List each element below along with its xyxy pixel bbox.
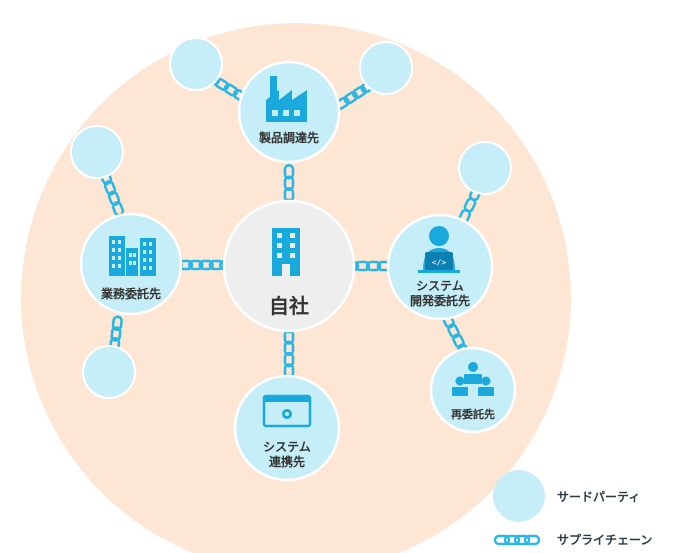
chain-link bbox=[107, 190, 121, 206]
chain-link bbox=[223, 83, 239, 97]
legend-supply-chain: サプライチェーン bbox=[493, 530, 693, 550]
chain-link bbox=[447, 323, 460, 339]
label-system-link-line1: システム bbox=[263, 440, 311, 454]
label-system-link-line2: 連携先 bbox=[269, 454, 305, 469]
legend-third-party: サードパーティ bbox=[493, 470, 693, 522]
chain-link bbox=[110, 326, 122, 342]
label-sub-contract: 再委託先 bbox=[451, 407, 495, 421]
chain-link bbox=[283, 164, 295, 180]
chain-link bbox=[354, 260, 371, 272]
label-procurement: 製品調達先 bbox=[258, 130, 319, 145]
third-party-circle bbox=[70, 125, 124, 179]
chain-link bbox=[365, 260, 382, 272]
third-party-circle bbox=[169, 37, 223, 91]
chain-link bbox=[198, 259, 214, 271]
chain-link bbox=[283, 340, 295, 357]
third-party-circle bbox=[458, 141, 512, 195]
chain-link bbox=[188, 259, 204, 271]
chain-icon bbox=[493, 534, 541, 546]
chain-link bbox=[343, 91, 359, 105]
chain-link bbox=[283, 351, 295, 368]
developer-team-icon bbox=[452, 362, 494, 396]
building-icon bbox=[272, 228, 300, 276]
svg-text:</>: </> bbox=[432, 258, 447, 267]
legend-third-party-label: サードパーティ bbox=[557, 490, 641, 504]
factory-icon bbox=[266, 76, 307, 122]
chain-link bbox=[452, 333, 465, 349]
app-window-gear-icon bbox=[262, 394, 312, 428]
chain-link bbox=[283, 175, 295, 192]
label-business: 業務委託先 bbox=[100, 286, 161, 301]
third-party-swatch bbox=[493, 470, 545, 522]
third-party-circle bbox=[82, 345, 136, 399]
chain-link bbox=[351, 85, 367, 99]
label-system-dev-line1: システム bbox=[416, 279, 464, 293]
node-sub-contract bbox=[429, 346, 517, 434]
chain-link bbox=[111, 315, 123, 332]
node-system-link bbox=[233, 374, 341, 482]
label-system-dev-line2: 開発委託先 bbox=[410, 293, 470, 308]
developer-icon: </> bbox=[418, 226, 460, 273]
office-buildings-icon bbox=[109, 236, 156, 276]
legend-supply-chain-label: サプライチェーン bbox=[557, 533, 653, 547]
label-own-company: 自社 bbox=[269, 294, 309, 318]
third-party-circle bbox=[359, 41, 413, 95]
chain-link bbox=[103, 180, 117, 196]
